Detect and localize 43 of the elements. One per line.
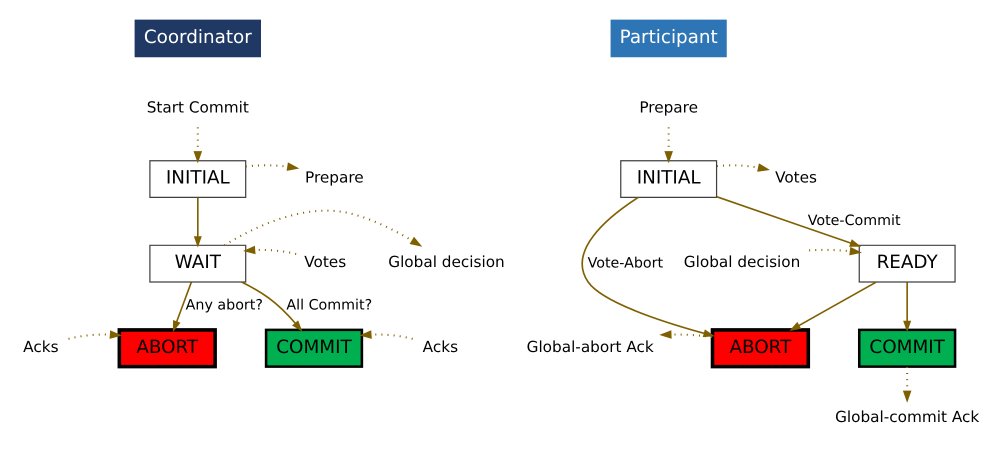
node-text: Votes <box>304 252 346 271</box>
arrow <box>172 281 192 332</box>
node-box: Participant <box>610 19 726 57</box>
arrow <box>716 162 770 172</box>
edge-label: Vote-Abort <box>587 254 663 271</box>
node-box: INITIAL <box>620 160 717 198</box>
node-text: Acks <box>422 337 458 356</box>
node-box: ABORT <box>710 328 810 368</box>
node-text: Global-commit Ack <box>834 408 979 426</box>
arrow <box>658 330 712 338</box>
node-text: Acks <box>22 337 58 356</box>
arrow <box>245 162 299 170</box>
arrow <box>788 280 876 330</box>
arrow <box>358 330 412 340</box>
node-text: Start Commit <box>146 98 248 116</box>
node-box: ABORT <box>117 328 216 368</box>
node-box: Coordinator <box>134 19 260 57</box>
arrow <box>664 126 672 163</box>
arrow <box>223 209 422 246</box>
node-text: Global decision <box>683 252 800 271</box>
arrow <box>240 280 302 332</box>
arrow <box>902 366 911 402</box>
arrow <box>193 126 202 163</box>
node-box: COMMIT <box>857 328 956 368</box>
node-box: READY <box>858 244 956 282</box>
node-text: Global-abort Ack <box>526 337 654 356</box>
arrow <box>193 197 202 248</box>
arrow <box>716 195 861 246</box>
arrow <box>902 282 911 332</box>
arrow <box>808 246 862 255</box>
edge-label: Vote-Commit <box>807 212 900 229</box>
node-text: Global decision <box>388 252 504 271</box>
node-box: COMMIT <box>264 328 363 368</box>
arrow <box>68 330 122 340</box>
node-text: Prepare <box>304 168 364 186</box>
arrow <box>242 245 296 254</box>
node-text: Prepare <box>638 98 698 116</box>
node-box: INITIAL <box>148 160 246 198</box>
node-box: WAIT <box>148 244 246 282</box>
arrow <box>581 196 714 337</box>
edge-label: Any abort? <box>185 297 262 314</box>
node-text: Votes <box>774 168 817 186</box>
edge-label: All Commit? <box>286 297 372 314</box>
